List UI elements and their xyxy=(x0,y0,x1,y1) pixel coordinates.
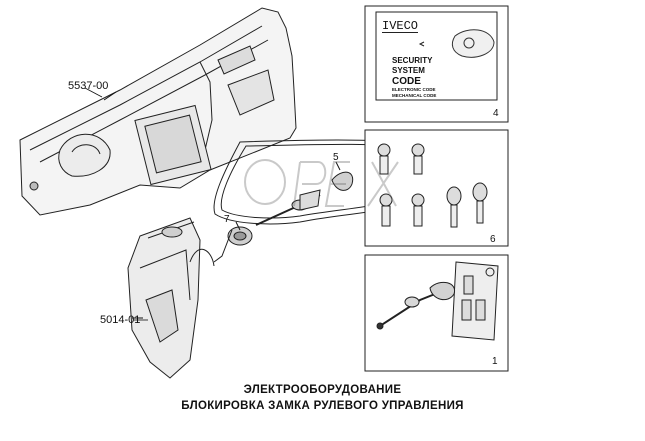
column-part-label: 5014-01 xyxy=(100,314,141,326)
key-3 xyxy=(379,193,393,227)
box-4-code-card xyxy=(364,5,509,123)
box-6-number: 6 xyxy=(490,234,496,245)
box-4-number: 4 xyxy=(493,108,499,119)
box-1-number: 1 xyxy=(492,356,498,367)
card-code: CODE xyxy=(392,76,421,87)
dashboard-drawing xyxy=(19,7,297,216)
caption-line-1: ЭЛЕКТРООБОРУДОВАНИЕ xyxy=(243,384,402,396)
steering-column-drawing xyxy=(127,217,215,379)
key-6 xyxy=(472,182,488,224)
dashboard-part-label: 5537-00 xyxy=(68,80,109,92)
key-2 xyxy=(411,143,425,175)
key-4 xyxy=(411,193,425,227)
key-5 xyxy=(446,186,462,228)
card-brand: IVECO xyxy=(382,19,419,33)
box-6-keys xyxy=(364,129,509,247)
card-security: SECURITY xyxy=(392,56,433,65)
box-1-lock-set xyxy=(364,254,509,372)
leader-lines xyxy=(84,87,148,321)
callout-5: 5 xyxy=(333,152,339,163)
callout-7: 7 xyxy=(224,214,230,225)
wiring-loom-drawing xyxy=(213,139,438,263)
opex-watermark xyxy=(244,159,399,207)
card-mechanical-code: MECHANICAL CODE xyxy=(392,93,437,98)
card-system: SYSTEM xyxy=(392,66,425,75)
key-1 xyxy=(377,143,391,175)
caption-line-2: БЛОКИРОВКА ЗАМКА РУЛЕВОГО УПРАВЛЕНИЯ xyxy=(181,400,464,412)
card-electronic-code: ELECTRONIC CODE xyxy=(392,87,436,92)
